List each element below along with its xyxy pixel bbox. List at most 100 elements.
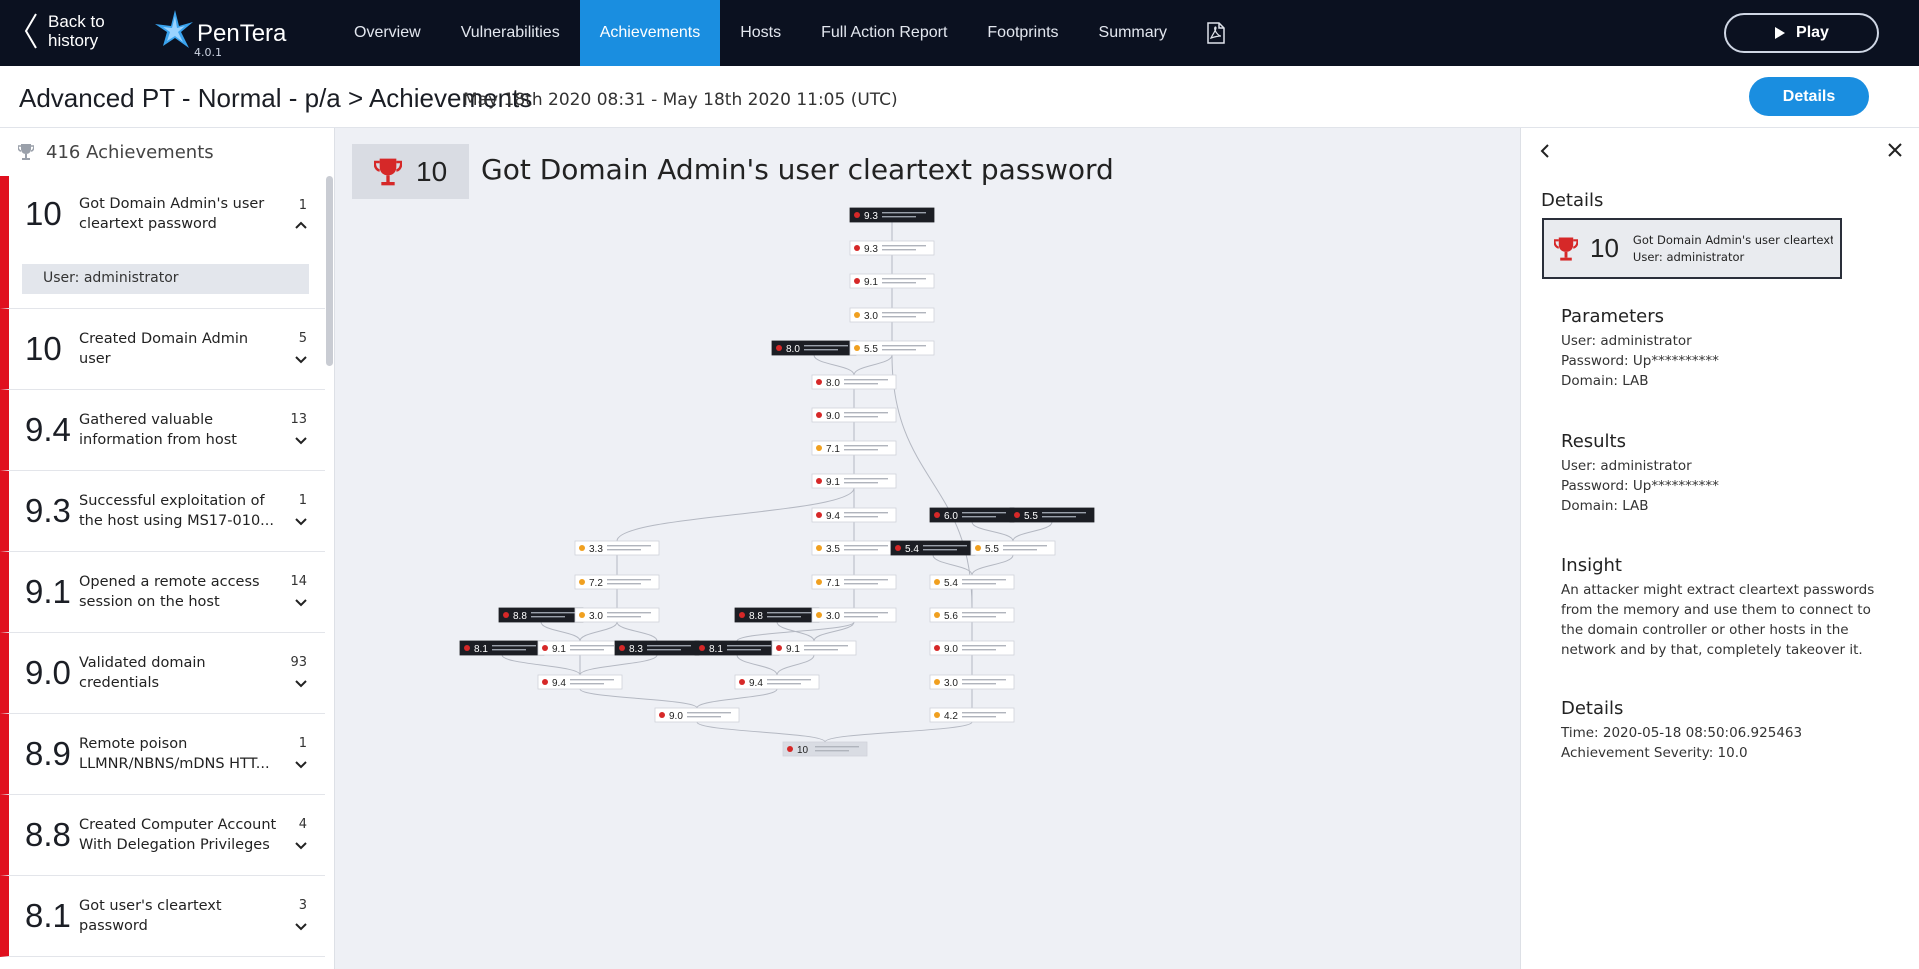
selected-score: 10 [416, 155, 448, 187]
tab-vulnerabilities[interactable]: Vulnerabilities [460, 24, 560, 41]
graph-node[interactable]: 9.4 [811, 507, 897, 523]
achievement-label: Got user's cleartext password [79, 898, 222, 934]
trophy-icon [934, 579, 940, 585]
graph-node[interactable]: 7.1 [811, 574, 897, 590]
chevron-down-icon[interactable] [294, 436, 308, 446]
selected-achievement-card[interactable]: 10 Got Domain Admin's user cleartext ...… [1542, 218, 1842, 279]
back-to-history-button[interactable]: Back to history [24, 12, 105, 50]
graph-node[interactable]: 9.3 [849, 240, 935, 256]
graph-node[interactable]: 3.3 [574, 540, 660, 556]
graph-node-text-line [607, 612, 651, 614]
graph-node-text-line [882, 349, 916, 351]
graph-node[interactable]: 9.0 [811, 407, 897, 423]
graph-node-text-line [727, 649, 761, 651]
graph-node[interactable]: 3.5 [811, 540, 897, 556]
graph-node-score: 10 [797, 745, 809, 756]
graph-node-score: 9.1 [552, 644, 566, 655]
achievement-score: 9.4 [25, 411, 71, 448]
graph-node[interactable]: 5.4 [929, 574, 1015, 590]
graph-node-text-line [882, 278, 926, 280]
graph-node[interactable]: 7.1 [811, 440, 897, 456]
graph-node[interactable]: 7.2 [574, 574, 660, 590]
graph-node[interactable]: 5.6 [929, 607, 1015, 623]
graph-node[interactable]: 8.0 [811, 374, 897, 390]
graph-node[interactable]: 8.3 [614, 640, 700, 656]
graph-node[interactable]: 5.5 [1009, 507, 1095, 523]
graph-node-score: 9.1 [864, 277, 878, 288]
graph-node[interactable]: 8.8 [734, 607, 820, 623]
graph-node-text-line [962, 683, 996, 685]
graph-node[interactable]: 8.0 [771, 340, 857, 356]
graph-node-score: 9.0 [944, 644, 958, 655]
graph-node[interactable]: 3.0 [929, 674, 1015, 690]
graph-node[interactable]: 8.1 [694, 640, 780, 656]
graph-node[interactable]: 4.2 [929, 707, 1015, 723]
chevron-down-icon[interactable] [294, 760, 308, 770]
graph-node[interactable]: 5.5 [849, 340, 935, 356]
page-title: Advanced PT - Normal - p/a > Achievement… [19, 83, 533, 113]
pdf-export-button[interactable] [1187, 0, 1245, 66]
graph-node[interactable]: 3.0 [574, 607, 660, 623]
graph-node[interactable]: 9.0 [929, 640, 1015, 656]
graph-node-text-line [844, 416, 878, 418]
chevron-down-icon[interactable] [294, 598, 308, 608]
chevron-down-icon[interactable] [294, 922, 308, 932]
chevron-down-icon[interactable] [294, 841, 308, 851]
achievement-sub-item[interactable]: User: administrator [22, 264, 309, 294]
graph-node[interactable]: 9.1 [811, 473, 897, 489]
details-button[interactable]: Details [1749, 77, 1869, 116]
tab-full-action-report[interactable]: Full Action Report [821, 24, 948, 41]
graph-node-text-line [844, 616, 878, 618]
graph-edge [971, 521, 1014, 542]
chevron-down-icon[interactable] [294, 517, 308, 527]
tab-footprints[interactable]: Footprints [987, 24, 1059, 41]
graph-node[interactable]: 9.4 [537, 674, 623, 690]
trophy-icon [934, 612, 940, 618]
graph-node-text-line [1042, 516, 1076, 518]
graph-edges [501, 221, 1053, 743]
graph-node[interactable]: 8.8 [498, 607, 584, 623]
graph-node[interactable]: 3.0 [811, 607, 897, 623]
close-icon[interactable] [1887, 142, 1903, 158]
graph-node-score: 5.4 [944, 578, 958, 589]
graph-node[interactable]: 9.1 [771, 640, 857, 656]
graph-node[interactable]: 10 [782, 741, 868, 757]
graph-node[interactable]: 5.4 [890, 540, 976, 556]
graph-node[interactable]: 8.1 [459, 640, 545, 656]
pentera-logo[interactable]: PenTera 4.0.1 [155, 10, 286, 59]
graph-node[interactable]: 5.5 [970, 540, 1056, 556]
graph-node[interactable]: 3.0 [849, 307, 935, 323]
chevron-down-icon[interactable] [294, 355, 308, 365]
chevron-left-icon[interactable] [1539, 142, 1551, 160]
graph-node-text-line [570, 679, 614, 681]
graph-node[interactable]: 9.3 [849, 207, 935, 223]
graph-node[interactable]: 9.0 [654, 707, 740, 723]
chevron-up-icon[interactable] [294, 220, 308, 230]
graph-node[interactable]: 9.4 [734, 674, 820, 690]
tab-summary[interactable]: Summary [1098, 24, 1167, 41]
sidebar-scrollbar[interactable] [326, 176, 333, 366]
graph-node-score: 5.5 [864, 344, 878, 355]
vulnerability-icon [1014, 512, 1020, 518]
play-button[interactable]: Play [1724, 13, 1879, 53]
card-score: 10 [1590, 233, 1619, 263]
graph-node[interactable]: 6.0 [929, 507, 1015, 523]
tab-overview[interactable]: Overview [354, 24, 421, 41]
tab-hosts[interactable]: Hosts [740, 24, 782, 41]
graph-node[interactable]: 9.1 [537, 640, 623, 656]
achievement-count: 4 [298, 817, 307, 832]
tab-achievements[interactable]: Achievements [579, 0, 721, 66]
chevron-down-icon[interactable] [294, 679, 308, 689]
graph-node[interactable]: 9.1 [849, 273, 935, 289]
trophy-icon [854, 245, 860, 251]
